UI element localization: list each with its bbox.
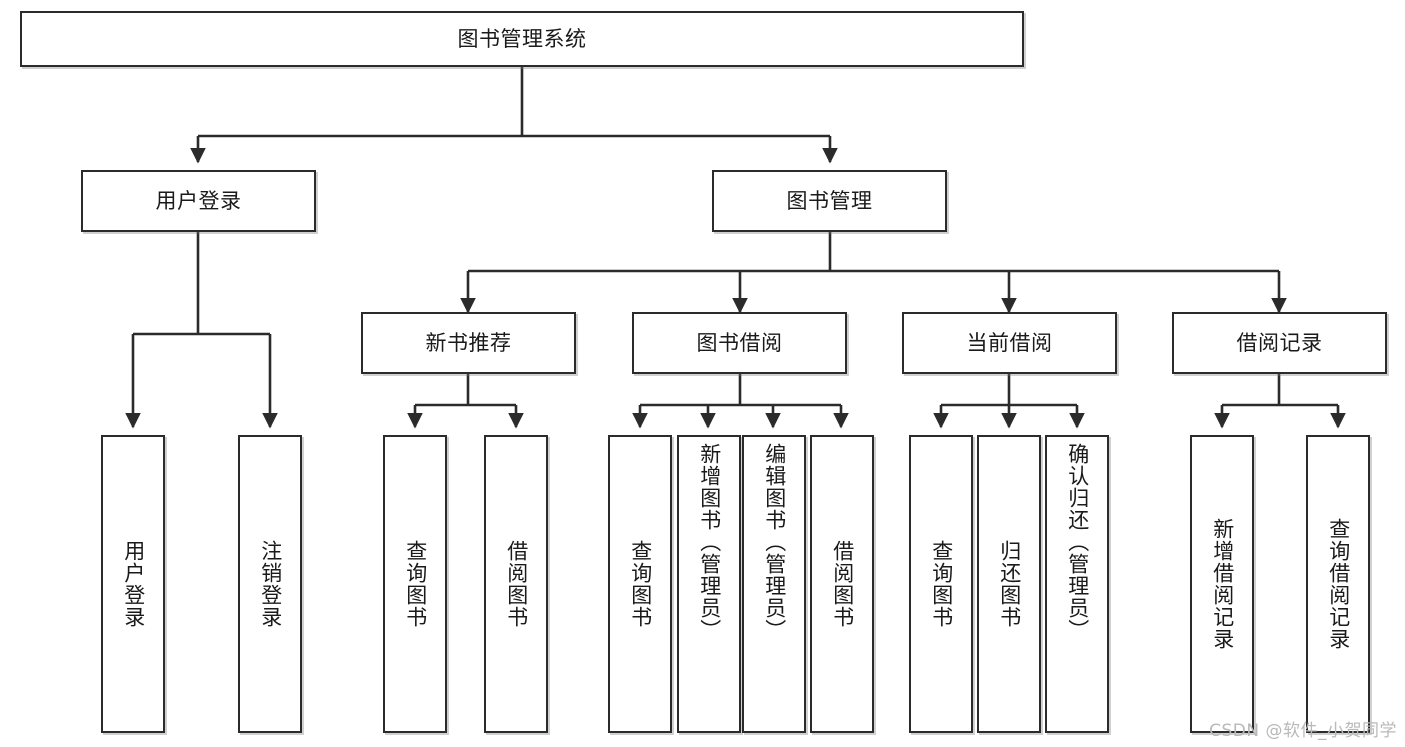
node-root[interactable]: 图书管理系统 — [20, 11, 1024, 67]
node-leaf-query-book-1[interactable]: 查询图书 — [383, 435, 447, 733]
node-leaf-logout-login[interactable]: 注销登录 — [238, 435, 302, 733]
node-new-book-recommend-label: 新书推荐 — [425, 330, 512, 355]
node-leaf-user-login-label: 用户登录 — [121, 540, 146, 628]
node-current-borrow[interactable]: 当前借阅 — [902, 312, 1117, 374]
node-leaf-add-record[interactable]: 新增借阅记录 — [1190, 435, 1254, 733]
node-leaf-query-record-label: 查询借阅记录 — [1326, 518, 1351, 650]
node-current-borrow-label: 当前借阅 — [966, 330, 1053, 355]
node-leaf-return-book[interactable]: 归还图书 — [977, 435, 1041, 733]
node-leaf-borrow-book-2[interactable]: 借阅图书 — [810, 435, 874, 733]
node-root-label: 图书管理系统 — [457, 26, 587, 51]
node-book-manage[interactable]: 图书管理 — [712, 170, 947, 232]
node-leaf-add-book[interactable]: 新增图书（管理员） — [677, 435, 741, 733]
node-leaf-query-book-2[interactable]: 查询图书 — [608, 435, 672, 733]
node-leaf-confirm-return-label: 确认归还（管理员） — [1065, 443, 1090, 641]
node-leaf-edit-book[interactable]: 编辑图书（管理员） — [742, 435, 806, 733]
node-new-book-recommend[interactable]: 新书推荐 — [361, 312, 576, 374]
node-leaf-user-login[interactable]: 用户登录 — [101, 435, 165, 733]
node-user-login[interactable]: 用户登录 — [81, 170, 316, 232]
node-borrow-record-label: 借阅记录 — [1236, 330, 1323, 355]
node-book-manage-label: 图书管理 — [786, 188, 873, 213]
node-leaf-borrow-book-2-label: 借阅图书 — [830, 540, 855, 628]
node-leaf-return-book-label: 归还图书 — [997, 540, 1022, 628]
node-leaf-borrow-book-1-label: 借阅图书 — [504, 540, 529, 628]
node-borrow-record[interactable]: 借阅记录 — [1172, 312, 1387, 374]
node-user-login-label: 用户登录 — [155, 188, 242, 213]
node-book-borrow[interactable]: 图书借阅 — [632, 312, 847, 374]
node-leaf-query-book-2-label: 查询图书 — [628, 540, 653, 628]
node-leaf-confirm-return[interactable]: 确认归还（管理员） — [1045, 435, 1109, 733]
node-leaf-query-book-1-label: 查询图书 — [403, 540, 428, 628]
node-leaf-edit-book-label: 编辑图书（管理员） — [762, 443, 787, 641]
node-book-borrow-label: 图书借阅 — [696, 330, 783, 355]
node-leaf-logout-login-label: 注销登录 — [258, 540, 283, 628]
node-leaf-query-record[interactable]: 查询借阅记录 — [1306, 435, 1370, 733]
node-leaf-query-book-3-label: 查询图书 — [929, 540, 954, 628]
node-leaf-query-book-3[interactable]: 查询图书 — [909, 435, 973, 733]
node-leaf-borrow-book-1[interactable]: 借阅图书 — [484, 435, 548, 733]
node-leaf-add-book-label: 新增图书（管理员） — [697, 443, 722, 641]
node-leaf-add-record-label: 新增借阅记录 — [1210, 518, 1235, 650]
